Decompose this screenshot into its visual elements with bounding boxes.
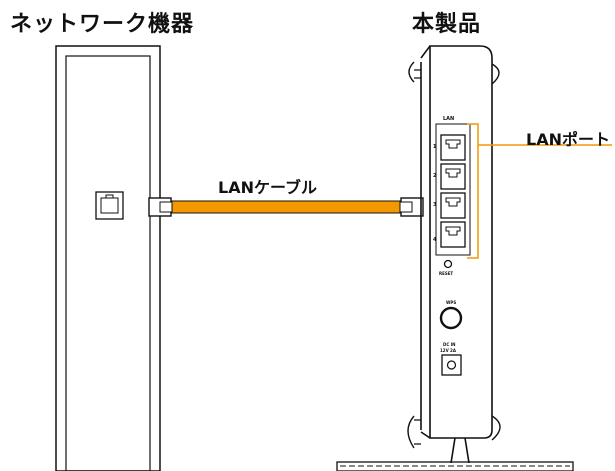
product-router (336, 45, 574, 471)
dc-in-jack (441, 354, 462, 376)
lan-port-bracket (467, 123, 612, 259)
panel-port-number-4: 4 (433, 237, 437, 243)
panel-wps-text: WPS (446, 300, 456, 305)
reset-button (443, 259, 453, 269)
product-title: 本製品 (412, 12, 482, 37)
lan-port-label: LANポート (526, 130, 610, 149)
lan-port-1 (440, 134, 466, 161)
panel-lan-text: LAN (443, 116, 454, 122)
panel-port-number-3: 3 (433, 202, 437, 208)
panel-dc-rating-text: 12V 2A (440, 348, 457, 353)
network-device-lan-jack (95, 191, 124, 220)
lan-port-4 (440, 221, 466, 248)
lan-cable (148, 197, 424, 217)
panel-dc-in-text: DC IN (443, 342, 455, 347)
lan-port-2 (440, 163, 466, 190)
wps-button (439, 306, 463, 330)
panel-port-number-2: 2 (433, 173, 437, 179)
panel-reset-text: RESET (439, 271, 453, 276)
panel-port-number-1: 1 (433, 144, 437, 150)
lan-port-3 (440, 192, 466, 219)
network-device-title: ネットワーク機器 (10, 12, 195, 37)
network-device (55, 45, 161, 471)
lan-cable-label: LANケーブル (218, 178, 318, 197)
